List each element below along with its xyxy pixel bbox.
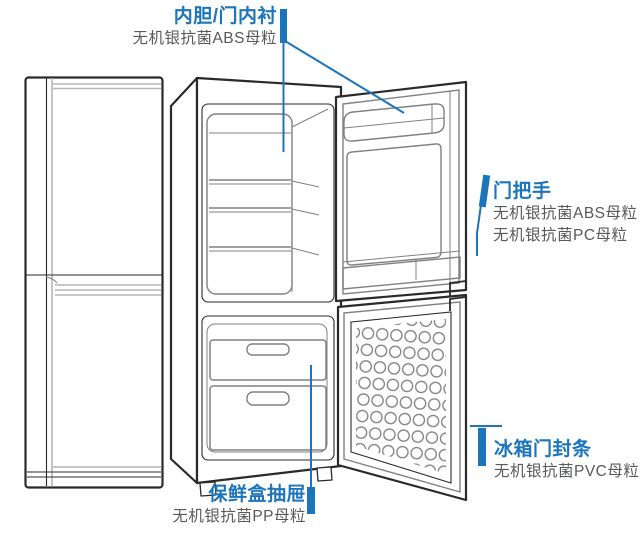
crisper-drawer-material: 无机银抗菌PP母粒 — [172, 508, 306, 525]
label-door-handle: 门把手 无机银抗菌ABS母粒 无机银抗菌PC母粒 — [493, 180, 638, 247]
door-seal-material: 无机银抗菌PVC母粒 — [494, 463, 640, 480]
upper-door-figure — [334, 80, 468, 303]
label-inner-liner: 内胆/门内衬 无机银抗菌ABS母粒 — [132, 5, 277, 50]
door-seal-title: 冰箱门封条 — [494, 439, 592, 460]
cabinet-foot-left — [199, 481, 217, 497]
door-handle-recess-upper — [449, 280, 467, 296]
door-handle-title: 门把手 — [493, 181, 552, 202]
door-seal-dimples — [356, 319, 446, 474]
door-bin-top — [343, 103, 445, 142]
callout-liner-connector — [280, 9, 405, 152]
door-seal-gasket — [350, 311, 452, 484]
door-handle-material-1: 无机银抗菌ABS母粒 — [493, 205, 638, 222]
closed-fridge-figure — [24, 76, 164, 489]
label-door-seal: 冰箱门封条 无机银抗菌PVC母粒 — [494, 438, 639, 483]
fridge-shelves — [209, 179, 320, 256]
door-inner-panel — [346, 143, 442, 266]
crisper-drawers — [209, 339, 327, 451]
callout-seal-connector — [470, 425, 502, 466]
inner-liner-material: 无机银抗菌ABS母粒 — [132, 30, 277, 47]
cabinet-side-panel — [169, 76, 199, 485]
inner-liner-title: 内胆/门内衬 — [173, 6, 277, 27]
freezer-compartment — [201, 315, 335, 461]
callout-drawer-connector — [307, 365, 315, 514]
door-bin-bottom — [342, 250, 461, 290]
door-handle-recess-lower — [449, 296, 467, 311]
label-crisper-drawer: 保鲜盒抽屉 无机银抗菌PP母粒 — [172, 483, 306, 528]
cabinet-foot-right — [316, 466, 333, 482]
fridge-compartment — [201, 103, 335, 303]
open-fridge-cabinet — [169, 76, 343, 497]
lower-door-figure — [336, 293, 468, 502]
callout-handle-connector — [476, 174, 491, 256]
crisper-drawer-title: 保鲜盒抽屉 — [208, 484, 306, 505]
door-handle-material-2: 无机银抗菌PC母粒 — [493, 227, 628, 244]
